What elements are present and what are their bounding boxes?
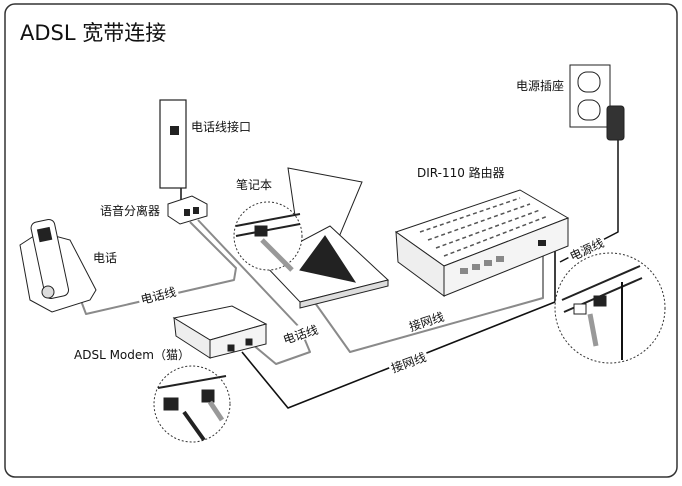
phone-jack [159,99,187,189]
splitter-to-modem-cable [197,219,311,365]
router-dir-110 [394,189,570,297]
laptop [233,167,390,309]
outlet-label: 电源插座 [516,78,564,93]
modem-label: ADSL Modem（猫） [74,348,190,362]
phone-cable [79,221,237,315]
phone-jack-label: 电话线接口 [191,119,251,134]
router-label: DIR-110 路由器 [417,165,505,180]
laptop-label: 笔记本 [236,177,272,192]
router-ports-magnifier [554,252,666,364]
diagram-title: ADSL 宽带连接 [20,21,166,45]
adsl-modem [153,305,268,443]
power-outlet [569,64,625,141]
power-adapter [606,105,625,141]
voice-splitter [167,195,208,225]
phone-label: 电话 [93,251,117,265]
splitter-label: 语音分离器 [100,203,160,218]
laptop-to-router-cable [312,248,544,353]
telephone [19,218,97,313]
